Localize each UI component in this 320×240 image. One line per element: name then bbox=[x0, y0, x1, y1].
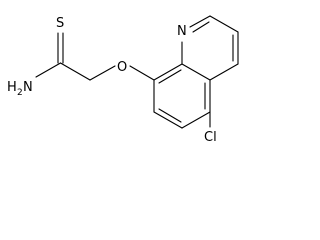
bond-c8a-c4a bbox=[181, 63, 211, 81]
bond-c8-c8a bbox=[153, 63, 183, 81]
bond-inner-c6-c7 bbox=[158, 108, 182, 123]
bond-c4-c4a bbox=[209, 63, 239, 81]
bond-n1-c2 bbox=[189, 15, 211, 28]
bond-inner-c8-c8a bbox=[158, 69, 182, 84]
amide-n-label: N bbox=[23, 80, 33, 95]
bond-c-ch2 bbox=[59, 62, 91, 81]
bond-c5-c6 bbox=[181, 111, 211, 129]
sulfur-label: S bbox=[56, 16, 64, 31]
bond-inner-n1-c2 bbox=[192, 21, 210, 33]
structure-canvas: S H 2 N O N Cl bbox=[7, 15, 239, 145]
molecule-diagram: S H 2 N O N Cl bbox=[7, 15, 239, 145]
amide-h-subscript: 2 bbox=[17, 88, 23, 98]
amide-h-label: H bbox=[7, 80, 17, 95]
bond-c-n bbox=[35, 62, 62, 78]
ether-oxygen-label: O bbox=[117, 60, 127, 75]
bond-ch2-o bbox=[89, 65, 116, 81]
chlorine-label: Cl bbox=[204, 130, 217, 145]
ring-nitrogen-label: N bbox=[177, 24, 187, 39]
bond-o-c8 bbox=[129, 65, 155, 81]
bond-c6-c7 bbox=[153, 111, 183, 129]
bond-c2-c3 bbox=[209, 15, 239, 33]
